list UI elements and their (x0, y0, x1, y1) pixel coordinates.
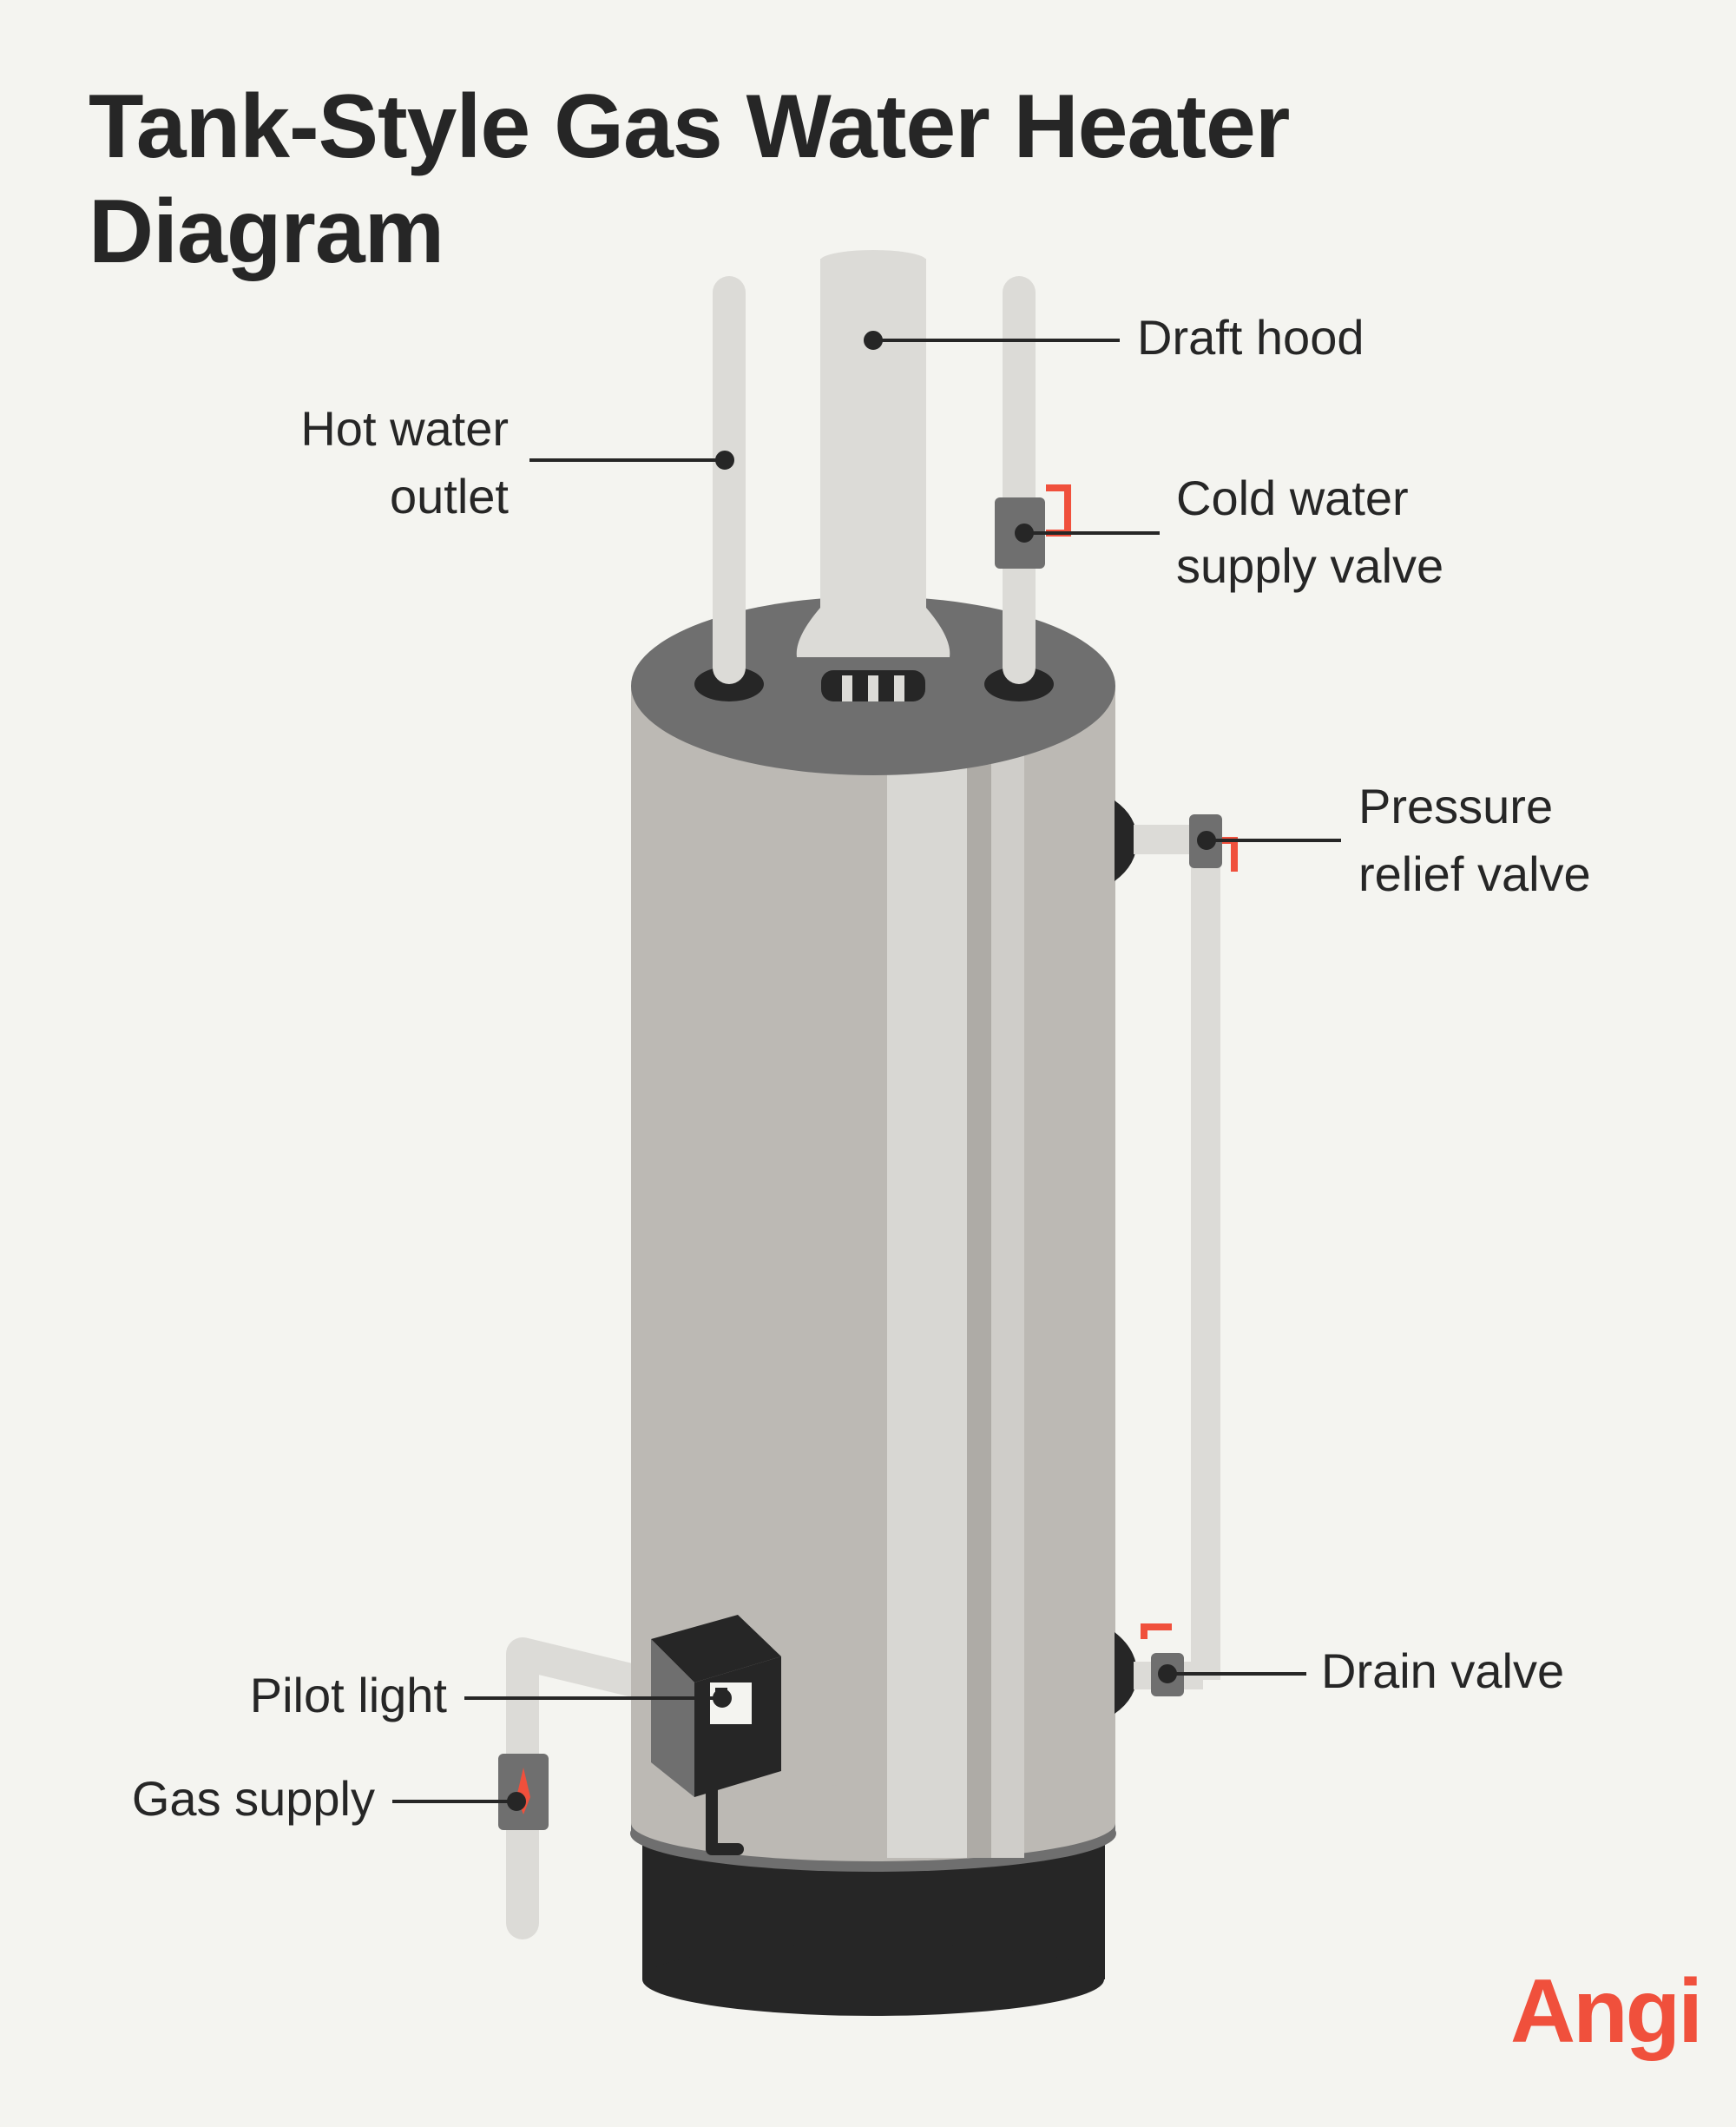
leader-lines (392, 331, 1341, 1811)
label-cold-water-supply-valve-line-1: Cold water (1176, 471, 1409, 525)
tank-body (631, 686, 1115, 1861)
label-gas-supply: Gas supply (131, 1771, 375, 1826)
label-pressure-relief-valve-line-2: relief valve (1358, 846, 1591, 902)
label-cold-water-supply-valve: Cold water supply valve (1176, 464, 1443, 601)
label-cold-water-supply-valve-line-2: supply valve (1176, 538, 1444, 594)
pressure-relief-valve (1115, 800, 1238, 1680)
label-hot-water-outlet-line-2: outlet (390, 469, 509, 524)
label-pressure-relief-valve: Pressure relief valve (1358, 773, 1591, 909)
label-hot-water-outlet-line-1: Hot water (300, 401, 509, 456)
hot-water-outlet-pipe (713, 276, 746, 684)
cold-water-pipe (1003, 276, 1036, 684)
angi-logo: Angi (1510, 1961, 1703, 2062)
gas-supply-valve (498, 1754, 549, 1830)
label-drain-valve: Drain valve (1321, 1643, 1565, 1698)
label-hot-water-outlet: Hot water outlet (300, 395, 509, 531)
page-title: Tank-Style Gas Water Heater Diagram (89, 76, 1290, 282)
label-draft-hood: Draft hood (1137, 310, 1364, 365)
label-pilot-light: Pilot light (249, 1668, 447, 1722)
label-pressure-relief-valve-line-1: Pressure (1358, 779, 1554, 833)
draft-hood (796, 250, 950, 701)
pilot-light (651, 1615, 781, 1855)
